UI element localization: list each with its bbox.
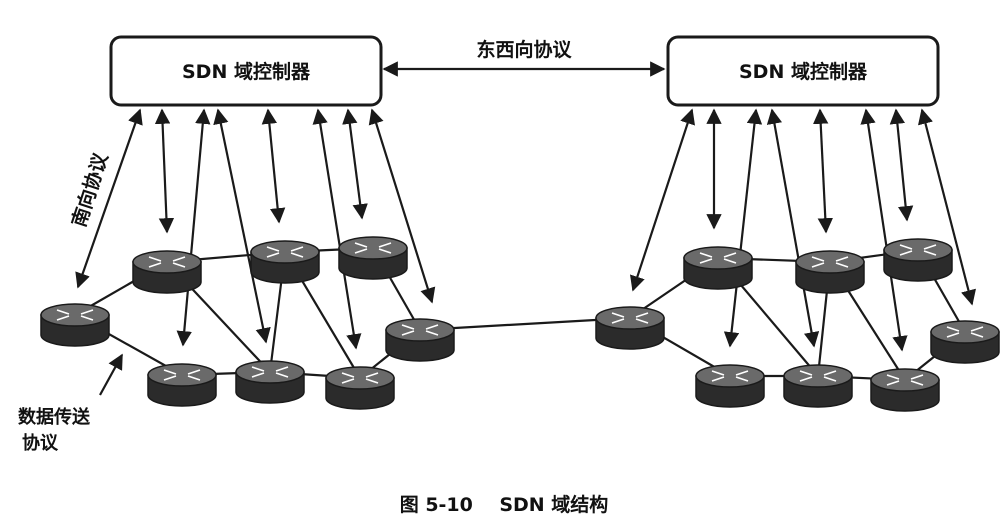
left-router-4-icon — [338, 236, 408, 280]
left-router-1-icon — [40, 303, 110, 347]
figure-caption: 图 5-10 SDN 域结构 — [400, 493, 609, 516]
southbound-label: 南向协议 — [67, 149, 113, 229]
data-protocol-label-line1: 数据传送 — [18, 406, 91, 428]
right-router-1-icon — [595, 306, 665, 350]
left-router-5-icon — [385, 318, 455, 362]
left-southbound-arrows — [75, 108, 436, 350]
right-southbound-arrows — [630, 108, 976, 352]
left-router-7-icon — [235, 360, 305, 404]
right-router-7-icon — [783, 364, 853, 408]
left-controller: SDN 域控制器 — [109, 35, 383, 107]
right-router-2-icon — [683, 246, 753, 290]
left-router-6-icon — [147, 363, 217, 407]
right-router-8-icon — [870, 368, 940, 412]
right-router-6-icon — [695, 364, 765, 408]
left-router-3-icon — [250, 240, 320, 284]
data-protocol-arrow — [99, 353, 123, 396]
right-router-4-icon — [883, 238, 953, 282]
right-controller-label: SDN 域控制器 — [739, 60, 868, 83]
left-router-2-icon — [132, 250, 202, 294]
right-router-3-icon — [795, 250, 865, 294]
east-west-label: 东西向协议 — [476, 38, 572, 61]
routers — [40, 236, 1000, 412]
right-controller: SDN 域控制器 — [666, 35, 940, 107]
left-router-8-icon — [325, 366, 395, 410]
right-router-5-icon — [930, 320, 1000, 364]
inter-domain-link — [419, 316, 631, 332]
left-controller-label: SDN 域控制器 — [182, 60, 311, 83]
data-protocol-label-line2: 协议 — [22, 432, 59, 454]
